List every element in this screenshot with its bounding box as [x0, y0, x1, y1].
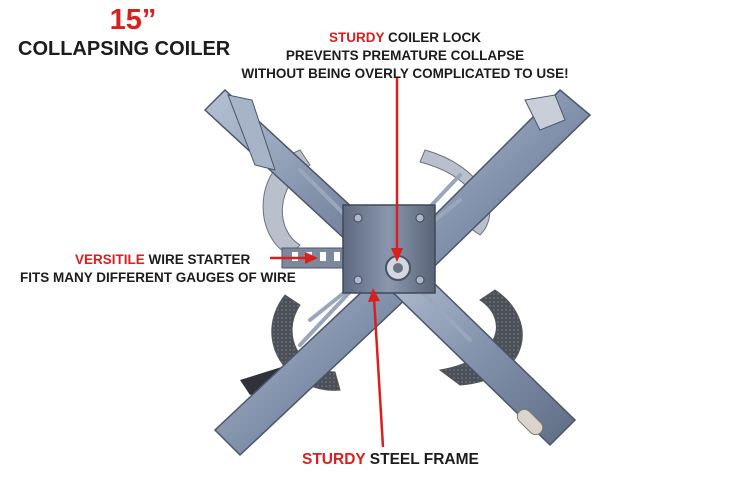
lock-label: COILER LOCK [384, 30, 481, 45]
frame-highlight: STURDY [302, 451, 366, 468]
steel-frame-callout: STURDY STEEL FRAME [302, 451, 479, 469]
coiler-lock-callout: STURDY COILER LOCK PREVENTS PREMATURE CO… [240, 29, 570, 83]
wire-starter-callout: VERSITILE WIRE STARTER FITS MANY DIFFERE… [20, 251, 300, 287]
lock-highlight: STURDY [328, 30, 385, 45]
coiler-size-title: 15” [109, 4, 157, 36]
starter-label: WIRE STARTER [144, 252, 251, 267]
starter-line-2: FITS MANY DIFFERENT GAUGES OF WIRE [20, 270, 296, 285]
pointer-arrows [270, 78, 403, 448]
starter-highlight: VERSITILE [75, 252, 145, 267]
product-title: COLLAPSING COILER [18, 38, 231, 60]
lock-line-2: PREVENTS PREMATURE COLLAPSE [285, 48, 525, 63]
lock-line-3: WITHOUT BEING OVERLY COMPLICATED TO USE! [241, 66, 569, 81]
center-frame [342, 204, 436, 294]
frame-label: STEEL FRAME [365, 451, 479, 468]
